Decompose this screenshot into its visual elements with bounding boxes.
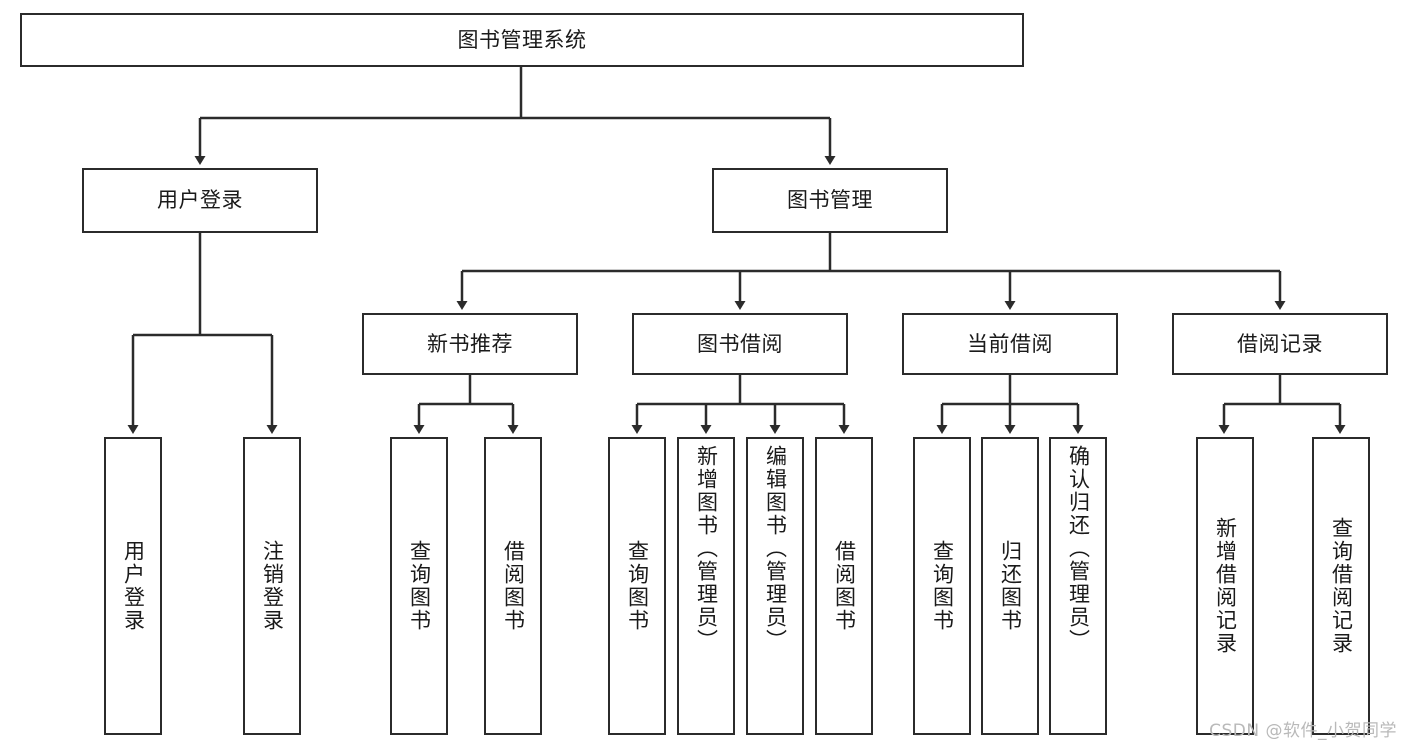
- node-borrow-record[interactable]: 借阅记录: [1172, 313, 1388, 375]
- node-label: 图书管理系统: [457, 27, 587, 52]
- node-label: 查询图书: [930, 540, 955, 632]
- leaf-query-book-borrow[interactable]: 查询图书: [608, 437, 666, 735]
- edge-bookmgmt-to-level3: [456, 233, 1286, 310]
- node-label: 用户登录: [121, 540, 146, 632]
- leaf-logout-login[interactable]: 注销登录: [243, 437, 301, 735]
- edge-newbook-to-leaves: [413, 375, 519, 434]
- leaf-edit-book[interactable]: 编辑图书（管理员）: [746, 437, 804, 735]
- edge-root-to-level2: [194, 67, 836, 165]
- edge-borrowrecord-to-leaves: [1218, 375, 1346, 434]
- node-label: 借阅图书: [501, 540, 526, 632]
- node-new-book-recommend[interactable]: 新书推荐: [362, 313, 578, 375]
- node-current-borrow[interactable]: 当前借阅: [902, 313, 1118, 375]
- edge-bookborrow-to-leaves: [631, 375, 850, 434]
- edge-userlogin-to-leaves: [127, 233, 278, 434]
- node-label: 确认归还（管理员）: [1066, 445, 1091, 652]
- node-label: 当前借阅: [967, 331, 1053, 356]
- node-label: 新增借阅记录: [1213, 517, 1238, 655]
- watermark-text: CSDN @软件_小贺同学: [1209, 721, 1397, 741]
- node-label: 编辑图书（管理员）: [763, 445, 788, 652]
- node-label: 注销登录: [260, 540, 285, 632]
- leaf-query-book-recommend[interactable]: 查询图书: [390, 437, 448, 735]
- leaf-user-login[interactable]: 用户登录: [104, 437, 162, 735]
- node-root-system[interactable]: 图书管理系统: [20, 13, 1024, 67]
- leaf-return-book[interactable]: 归还图书: [981, 437, 1039, 735]
- node-label: 借阅记录: [1237, 331, 1323, 356]
- edge-currentborrow-to-leaves: [936, 375, 1084, 434]
- leaf-confirm-return[interactable]: 确认归还（管理员）: [1049, 437, 1107, 735]
- node-label: 图书借阅: [697, 331, 783, 356]
- node-label: 新增图书（管理员）: [694, 445, 719, 652]
- leaf-add-book[interactable]: 新增图书（管理员）: [677, 437, 735, 735]
- leaf-query-book-current[interactable]: 查询图书: [913, 437, 971, 735]
- node-label: 新书推荐: [427, 331, 513, 356]
- leaf-add-borrow-record[interactable]: 新增借阅记录: [1196, 437, 1254, 735]
- leaf-borrow-book-recommend[interactable]: 借阅图书: [484, 437, 542, 735]
- node-label: 查询图书: [407, 540, 432, 632]
- leaf-borrow-book-borrow[interactable]: 借阅图书: [815, 437, 873, 735]
- node-label: 归还图书: [998, 540, 1023, 632]
- node-book-management[interactable]: 图书管理: [712, 168, 948, 233]
- node-label: 图书管理: [787, 188, 873, 213]
- node-label: 借阅图书: [832, 540, 857, 632]
- node-label: 查询图书: [625, 540, 650, 632]
- node-user-login[interactable]: 用户登录: [82, 168, 318, 233]
- node-label: 查询借阅记录: [1329, 517, 1354, 655]
- node-book-borrow[interactable]: 图书借阅: [632, 313, 848, 375]
- leaf-query-borrow-record[interactable]: 查询借阅记录: [1312, 437, 1370, 735]
- node-label: 用户登录: [157, 188, 243, 213]
